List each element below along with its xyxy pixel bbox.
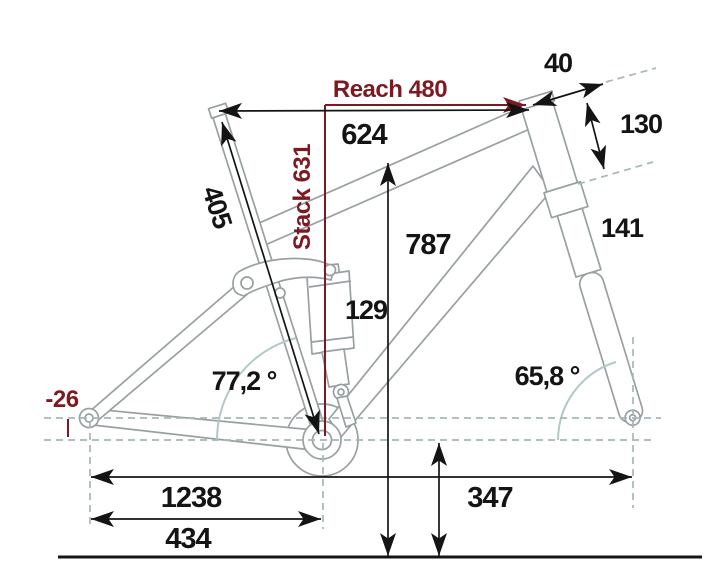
label-shock: 129 [345, 295, 388, 325]
head-tube-bottom-extension [577, 161, 654, 185]
shock-lower-mount [336, 395, 357, 428]
head-tube-measure [584, 102, 607, 170]
label-stack: Stack 631 [289, 144, 316, 250]
label-top-tube: 624 [341, 119, 387, 151]
fork-lower-leg [578, 271, 644, 424]
head-angle-arc [557, 361, 617, 441]
chainstay [92, 408, 315, 451]
shock-shaft [321, 348, 350, 388]
pivot-shock [323, 263, 337, 277]
seat-tube-measure [221, 121, 320, 435]
top-tube-measure [218, 102, 530, 119]
label-bb-height: 347 [467, 482, 512, 514]
stem-measure [532, 82, 604, 107]
stem-top-extension [605, 67, 657, 83]
label-seat-angle: 77,2 ° [212, 366, 277, 396]
pivot-front [240, 276, 254, 290]
labels: Reach 480 Stack 631 624 405 787 129 40 1… [45, 48, 663, 555]
label-bb-drop: -26 [45, 386, 78, 413]
label-fork: 141 [601, 213, 644, 243]
label-standover: 787 [405, 229, 450, 261]
fork-stanchion [556, 207, 602, 278]
label-seat-tube: 405 [196, 182, 238, 232]
label-chainstay: 434 [165, 523, 211, 555]
label-wheelbase: 1238 [161, 482, 222, 514]
front-fork [518, 90, 644, 427]
measurement-lines [58, 82, 702, 559]
label-head-tube: 130 [620, 109, 662, 139]
label-stem: 40 [544, 48, 572, 78]
label-head-angle: 65,8 ° [515, 361, 580, 391]
seatstay [88, 278, 252, 423]
label-reach: Reach 480 [333, 76, 447, 103]
construction-lines [44, 67, 661, 529]
